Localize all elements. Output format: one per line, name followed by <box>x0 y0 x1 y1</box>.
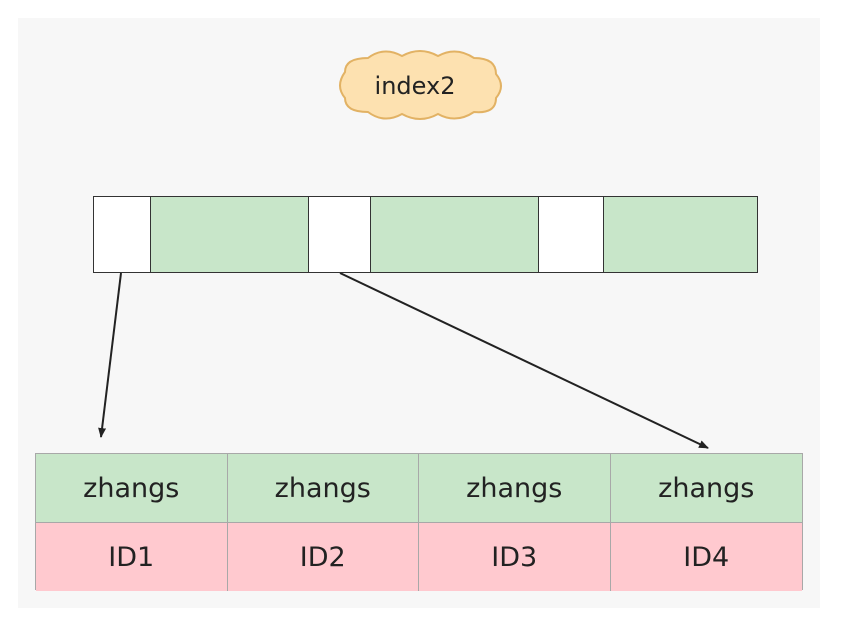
leaf-name-cell: zhangs <box>419 454 611 523</box>
index-page <box>93 196 758 273</box>
pointer-arrow-2 <box>339 272 709 449</box>
leaf-name-cell: zhangs <box>610 454 802 523</box>
page-key-slot-3 <box>603 196 758 273</box>
leaf-record-table: zhangs zhangs zhangs zhangs ID1 ID2 ID3 … <box>35 453 803 591</box>
leaf-id-cell: ID2 <box>227 523 419 591</box>
page-pointer-slot-3 <box>538 196 604 273</box>
pointer-arrow-1 <box>98 272 122 438</box>
page-pointer-slot-2 <box>308 196 371 273</box>
page-key-slot-2 <box>370 196 539 273</box>
leaf-name-cell: zhangs <box>227 454 419 523</box>
page-key-slot-1 <box>150 196 309 273</box>
leaf-id-cell: ID3 <box>419 523 611 591</box>
page-pointer-slot-1 <box>93 196 151 273</box>
leaf-id-cell: ID4 <box>610 523 802 591</box>
index-cloud-shape <box>339 50 502 120</box>
leaf-name-cell: zhangs <box>36 454 228 523</box>
leaf-id-cell: ID1 <box>36 523 228 591</box>
